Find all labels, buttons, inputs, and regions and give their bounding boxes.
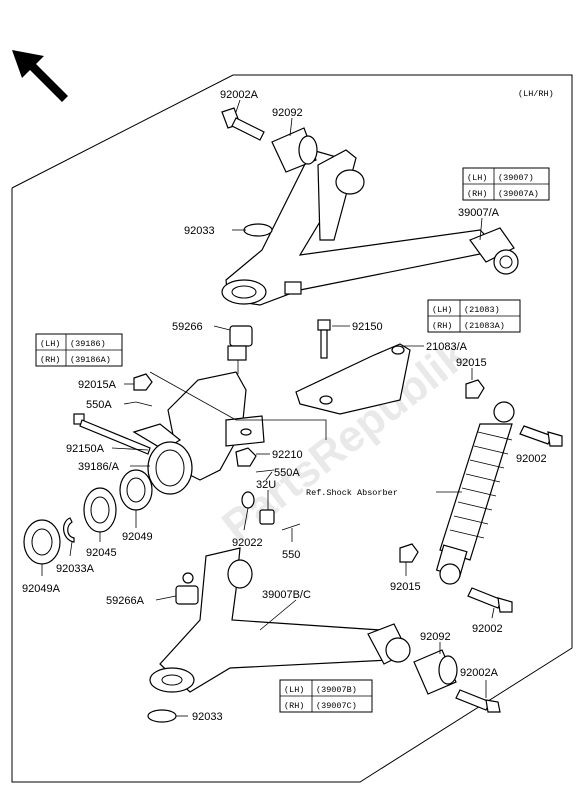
label-92049a: 92049A	[22, 583, 61, 595]
front-direction-arrow-icon	[12, 50, 68, 102]
label-59266a: 59266A	[106, 595, 145, 607]
svg-text:(RH): (RH)	[284, 701, 304, 711]
shock-absorber	[435, 401, 515, 585]
label-92015-right: 92015	[456, 357, 487, 369]
svg-text:(RH): (RH)	[467, 189, 487, 199]
label-21083a: 21083/A	[426, 341, 468, 353]
label-550: 550	[282, 549, 300, 561]
svg-text:(LH): (LH)	[284, 685, 304, 695]
nut-92015-lower	[399, 543, 419, 563]
svg-text:(RH): (RH)	[40, 355, 60, 365]
svg-text:(39007C): (39007C)	[316, 701, 357, 711]
bolt-92150	[317, 319, 331, 359]
bolt-92150a	[73, 413, 151, 455]
perspective-frame	[11, 74, 573, 783]
label-39186a: 39186/A	[78, 461, 120, 473]
svg-text:(LH): (LH)	[432, 305, 452, 315]
nut-92015a	[133, 373, 153, 391]
nut-92210	[235, 447, 257, 467]
svg-text:(RH): (RH)	[432, 321, 452, 331]
table-upper-arm: (LH) (39007) (RH) (39007A)	[462, 167, 550, 201]
castle-nut-32u	[259, 509, 275, 525]
svg-text:(LH): (LH)	[40, 339, 60, 349]
label-39007a: 39007/A	[458, 207, 500, 219]
steering-knuckle-39186	[132, 371, 265, 495]
label-92002-right: 92002	[516, 453, 547, 465]
label-92033-upper: 92033	[184, 225, 215, 237]
washer-92022	[241, 491, 255, 509]
label-92015-lower: 92015	[390, 581, 421, 593]
bushing-92092-lower	[413, 649, 458, 695]
label-32u: 32U	[256, 479, 276, 491]
table-bracket: (LH) (21083) (RH) (21083A)	[427, 299, 521, 333]
lower-a-arm	[149, 547, 411, 693]
circlip-92033a	[63, 517, 75, 543]
label-shock-absorber: Ref.Shock Absorber	[306, 488, 398, 498]
label-92002a-upper: 92002A	[220, 89, 259, 101]
svg-text:(39186A): (39186A)	[70, 355, 111, 365]
svg-text:(39007): (39007)	[498, 173, 534, 183]
label-92033a: 92033A	[56, 563, 95, 575]
label-92015a: 92015A	[78, 379, 117, 391]
seal-92049a	[23, 519, 61, 565]
label-92033-lower: 92033	[192, 711, 223, 723]
leader-lines	[41, 99, 495, 717]
bolt-92002a-lower	[455, 689, 501, 713]
label-92210: 92210	[272, 449, 303, 461]
label-39007bc: 39007B/C	[262, 589, 311, 601]
label-92045: 92045	[86, 547, 117, 559]
label-92022: 92022	[232, 537, 263, 549]
label-92092-upper: 92092	[272, 107, 303, 119]
label-92092-lower: 92092	[420, 631, 451, 643]
label-59266: 59266	[172, 321, 203, 333]
upper-a-arm	[221, 149, 519, 306]
label-550a-right: 550A	[274, 467, 300, 479]
part-labels: 92002A 92092 92033 39007/A 59266 92150 2…	[22, 89, 547, 723]
label-92002a-lower: 92002A	[460, 667, 499, 679]
label-92002-lower: 92002	[472, 623, 503, 635]
svg-text:(LH): (LH)	[467, 173, 487, 183]
cotter-pin-550a-right	[255, 469, 275, 473]
svg-text:(39007B): (39007B)	[316, 685, 357, 695]
ring-92033-lower	[147, 709, 177, 723]
bolt-92002-right	[519, 425, 563, 447]
cotter-pin-550a-left	[135, 401, 153, 407]
nut-92015-right	[465, 379, 485, 399]
bracket-21083	[295, 343, 411, 415]
spacer-92045	[83, 487, 117, 533]
table-lower-arm: (LH) (39007B) (RH) (39007C)	[279, 679, 373, 713]
ball-joint-59266a	[175, 572, 199, 605]
label-550a-left: 550A	[86, 399, 112, 411]
bolt-92002-lower	[467, 587, 513, 613]
cotter-pin-550	[281, 523, 301, 531]
svg-text:(21083A): (21083A)	[464, 321, 505, 331]
label-92150: 92150	[352, 321, 383, 333]
svg-text:(21083): (21083)	[464, 305, 500, 315]
ring-92033-upper	[243, 223, 273, 237]
table-knuckle: (LH) (39186) (RH) (39186A)	[35, 333, 123, 367]
bearing-92049	[119, 469, 153, 511]
ball-joint-59266	[227, 325, 253, 374]
svg-text:(39007A): (39007A)	[498, 189, 539, 199]
label-92150a: 92150A	[66, 443, 105, 455]
bushing-92092-upper	[271, 127, 318, 173]
bolt-92002a-upper	[221, 107, 265, 141]
knuckle-callout-lines	[149, 371, 327, 440]
label-92049: 92049	[122, 531, 153, 543]
lh-rh-note: (LH/RH)	[518, 89, 554, 99]
svg-text:(39186): (39186)	[70, 339, 106, 349]
